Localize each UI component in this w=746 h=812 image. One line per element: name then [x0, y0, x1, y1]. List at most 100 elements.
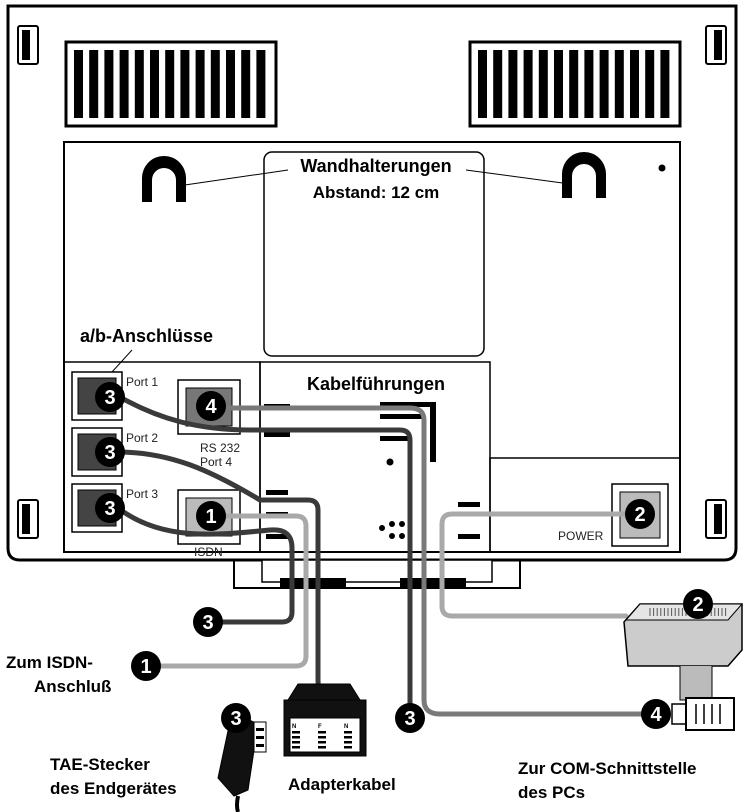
- vent-slat: [660, 50, 670, 118]
- label-kabelfuehrungen: Kabelführungen: [307, 374, 445, 394]
- label-port3: Port 3: [126, 487, 158, 501]
- label-zum-isdn-2: Anschluß: [34, 677, 111, 696]
- label-com-1: Zur COM-Schnittstelle: [518, 759, 697, 778]
- vent-slat: [195, 50, 205, 118]
- svg-text:3: 3: [104, 387, 115, 409]
- adapter-letter-f: F: [318, 724, 322, 730]
- adapter-slot: [292, 746, 300, 749]
- svg-text:1: 1: [205, 506, 216, 528]
- vent-slat: [508, 50, 518, 118]
- wall-mount-hole-left: [142, 156, 186, 202]
- svg-text:4: 4: [205, 396, 217, 418]
- tae-plug: [217, 711, 267, 812]
- label-port1: Port 1: [126, 375, 158, 389]
- adapter-letter-n2: N: [344, 724, 348, 730]
- label-port2: Port 2: [126, 431, 158, 445]
- adapter-slot: [344, 736, 352, 739]
- adapter-slot: [318, 746, 326, 749]
- svg-text:2: 2: [692, 594, 703, 616]
- cable-rs232: [213, 405, 653, 717]
- cable-port2: [115, 449, 321, 683]
- label-ab-anschluesse: a/b-Anschlüsse: [80, 326, 213, 346]
- vent-slat: [89, 50, 99, 118]
- corner-clips: [17, 25, 727, 539]
- adapter-slot: [344, 741, 352, 744]
- vent-slat: [554, 50, 563, 118]
- svg-text:1: 1: [140, 656, 151, 678]
- vent-slat: [74, 50, 83, 118]
- adapter-slot: [344, 746, 352, 749]
- adapter-letter-n1: N: [292, 724, 296, 730]
- adapter-slot: [292, 731, 300, 734]
- vent-slat: [478, 50, 487, 118]
- marker-2-adapter: 2: [683, 589, 713, 619]
- cable-isdn: [157, 513, 309, 669]
- label-zum-isdn-1: Zum ISDN-: [6, 653, 93, 672]
- label-wandhalterungen: Wandhalterungen: [300, 156, 451, 176]
- callout-line-ab: [111, 349, 133, 373]
- marker-4-com-end: 4: [641, 699, 671, 729]
- vent-slat: [210, 50, 220, 118]
- label-port4: Port 4: [200, 455, 232, 469]
- vent-slat: [569, 50, 579, 118]
- marker-1-isdn: 1: [196, 501, 226, 531]
- adapter-slot: [318, 731, 326, 734]
- svg-text:3: 3: [230, 708, 241, 730]
- vent-slat: [104, 50, 114, 118]
- power-area: [489, 457, 681, 553]
- db9-connector: [671, 697, 735, 731]
- svg-text:3: 3: [202, 612, 213, 634]
- marker-3-adapter-left: 3: [221, 703, 251, 733]
- screw-hole: [658, 164, 666, 172]
- vent-slat: [119, 50, 129, 118]
- adapter-cable: N F N: [283, 679, 367, 757]
- adapter-slot: [292, 741, 300, 744]
- label-rs232: RS 232: [200, 441, 240, 455]
- vent-slat: [256, 50, 266, 118]
- adapter-slot: [292, 736, 300, 739]
- device-foot: [233, 560, 521, 589]
- svg-text:3: 3: [404, 708, 415, 730]
- wall-mount-callout: [263, 151, 485, 357]
- vent-slat: [645, 50, 655, 118]
- vent-grill-left: [64, 40, 278, 128]
- svg-text:4: 4: [650, 704, 662, 726]
- marker-2-power: 2: [625, 499, 655, 529]
- marker-1-isdn-end: 1: [131, 651, 161, 681]
- callout-line-right: [465, 169, 571, 185]
- vent-slat: [241, 50, 251, 118]
- vent-slat: [614, 50, 624, 118]
- vent-slat: [165, 50, 175, 118]
- vent-slat: [226, 50, 235, 118]
- label-tae-2: des Endgerätes: [50, 779, 177, 798]
- vent-grill-right: [468, 40, 682, 128]
- marker-3-adapter-right: 3: [395, 703, 425, 733]
- label-adapterkabel: Adapterkabel: [288, 775, 396, 794]
- cable-port1: [115, 393, 413, 718]
- marker-3-port1: 3: [95, 382, 125, 412]
- cable-power: [439, 511, 645, 619]
- svg-text:2: 2: [634, 504, 645, 526]
- cable-guide-area: [259, 361, 491, 553]
- vent-slat: [584, 50, 594, 118]
- vent-slat: [630, 50, 639, 118]
- marker-3-cable-end: 3: [193, 607, 223, 637]
- vent-slat: [599, 50, 609, 118]
- marker-3-port2: 3: [95, 437, 125, 467]
- vent-slat: [150, 50, 159, 118]
- vent-slat: [523, 50, 533, 118]
- label-power: POWER: [558, 529, 604, 543]
- marker-4-rs232: 4: [196, 391, 226, 421]
- vent-slat: [180, 50, 190, 118]
- label-com-2: des PCs: [518, 783, 585, 802]
- vent-slat: [134, 50, 144, 118]
- svg-text:3: 3: [104, 442, 115, 464]
- label-abstand: Abstand: 12 cm: [313, 183, 440, 202]
- callout-line-left: [177, 169, 289, 187]
- vent-slat: [493, 50, 503, 118]
- adapter-slot: [344, 731, 352, 734]
- label-tae-1: TAE-Stecker: [50, 755, 150, 774]
- adapter-slot: [318, 741, 326, 744]
- marker-3-port3: 3: [95, 493, 125, 523]
